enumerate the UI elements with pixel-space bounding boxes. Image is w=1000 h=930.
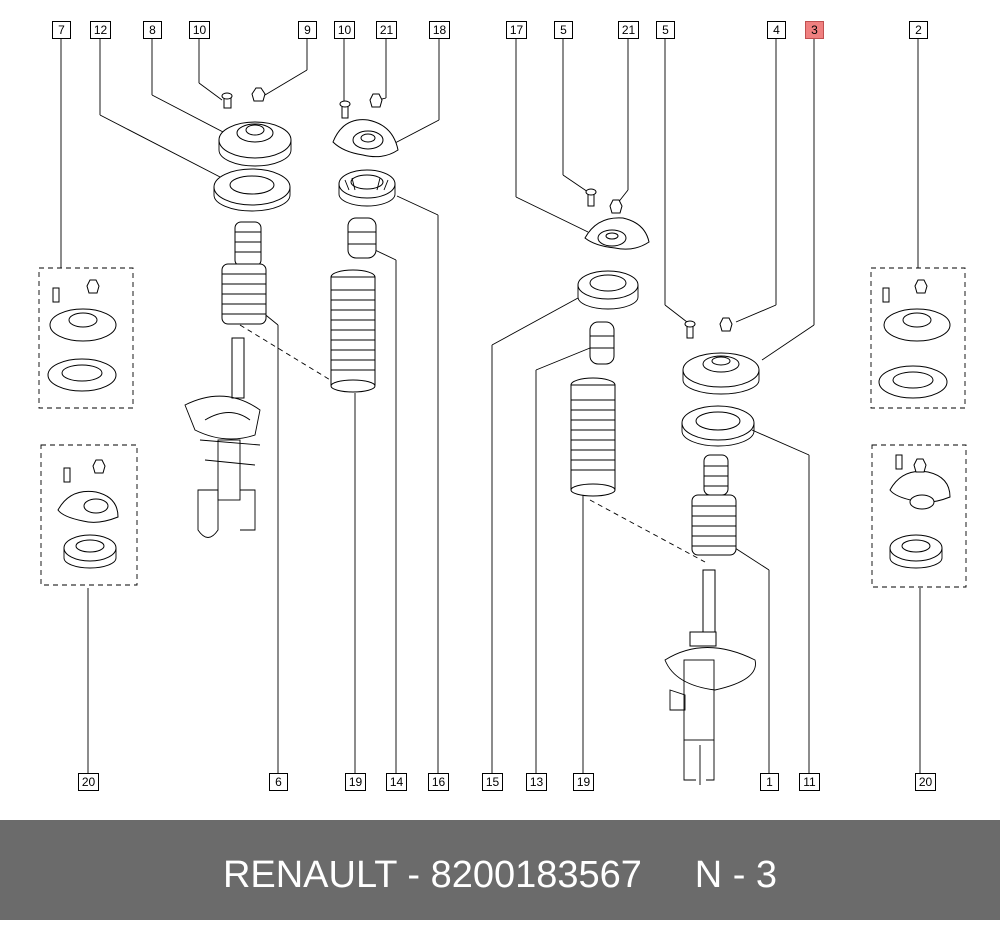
callout-18: 18: [429, 21, 450, 39]
mid-boot-19: [330, 269, 376, 393]
callout-16: 16: [428, 773, 449, 791]
callout-13: 13: [526, 773, 547, 791]
exploded-suspension-diagram: [38, 37, 967, 785]
right-strut-body-1: [664, 569, 756, 785]
callout-20-left: 20: [78, 773, 99, 791]
callout-4: 4: [767, 21, 786, 39]
callout-20-right: 20: [915, 773, 936, 791]
kit-box-7: [38, 267, 134, 409]
callout-8: 8: [143, 21, 162, 39]
callout-21-left: 21: [376, 21, 397, 39]
callout-14: 14: [386, 773, 407, 791]
callout-12: 12: [90, 21, 111, 39]
callout-15: 15: [482, 773, 503, 791]
callout-11: 11: [799, 773, 820, 791]
right-mid-boot-19: [570, 377, 616, 497]
callout-5-right: 5: [656, 21, 675, 39]
left-bump-stop-and-boot: [221, 221, 267, 325]
kit-box-2: [870, 267, 966, 409]
callout-17: 17: [506, 21, 527, 39]
right-mid-plate-17: [584, 188, 650, 250]
callout-10-left: 10: [189, 21, 210, 39]
left-strut-body: [184, 337, 261, 538]
mid-plate-18: [332, 93, 399, 158]
mid-bump-stop-14: [347, 217, 377, 259]
callout-19-right: 19: [573, 773, 594, 791]
right-mid-bearing-15: [577, 270, 639, 310]
right-bearing-11: [681, 405, 755, 447]
right-mid-bump-stop-13: [589, 321, 615, 365]
kit-box-20-right: [871, 444, 967, 588]
callout-3-highlighted: 3: [805, 21, 824, 39]
callout-6: 6: [269, 773, 288, 791]
part-number-caption: RENAULT - 8200183567 N - 3: [222, 854, 778, 896]
callout-19-left: 19: [345, 773, 366, 791]
left-top-mount: [218, 87, 292, 167]
right-top-mount-3: [682, 317, 760, 395]
callout-9: 9: [298, 21, 317, 39]
callout-2: 2: [909, 21, 928, 39]
left-bearing-12: [213, 168, 291, 212]
footer-banner: RENAULT - 8200183567 N - 3: [0, 820, 1000, 920]
callout-5-left: 5: [554, 21, 573, 39]
right-bump-stop-and-boot: [691, 454, 737, 556]
callout-21-right: 21: [618, 21, 639, 39]
callout-1: 1: [760, 773, 779, 791]
callout-7: 7: [52, 21, 71, 39]
callout-10-mid: 10: [334, 21, 355, 39]
kit-box-20-left: [40, 444, 138, 586]
mid-bearing-16: [338, 169, 396, 207]
leader-lines: [60, 37, 921, 773]
